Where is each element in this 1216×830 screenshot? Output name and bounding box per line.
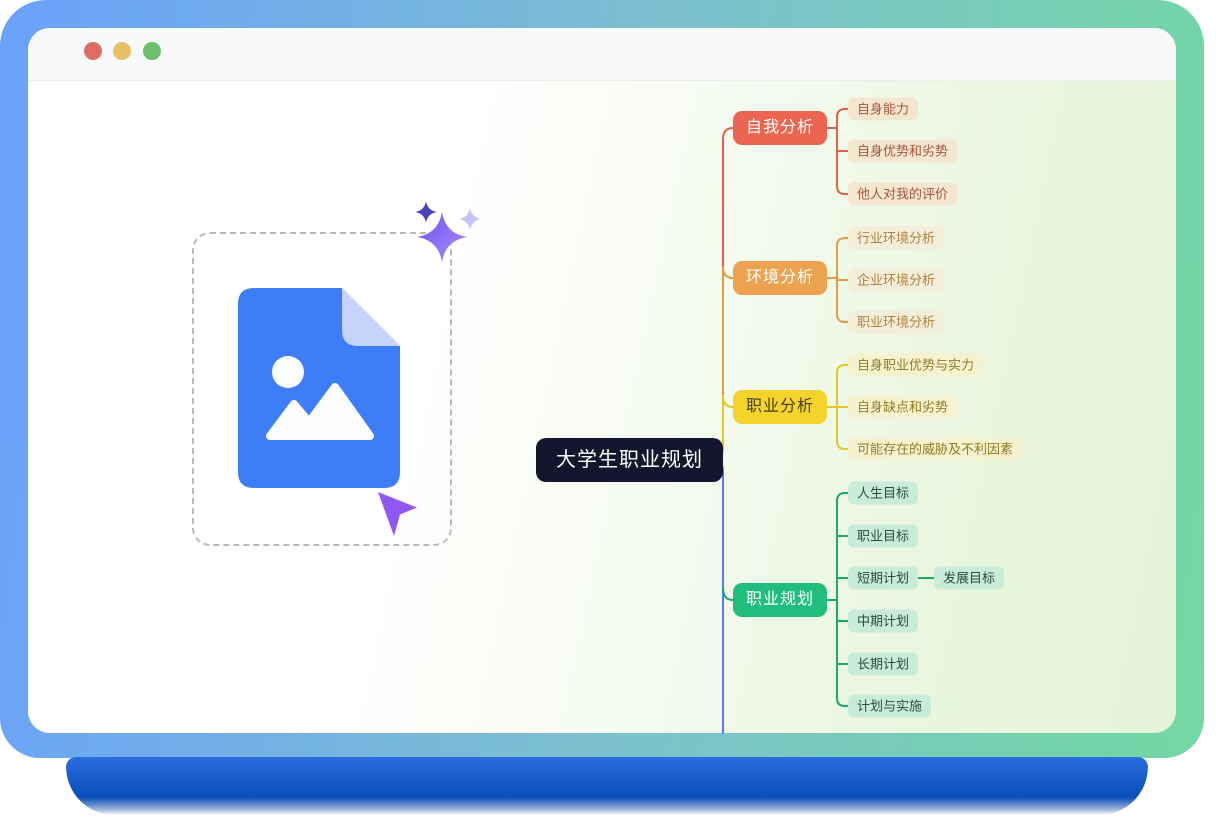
topic-node-enterprise-environment[interactable]: 企业环境分析 [848, 268, 945, 292]
topic-node-plan-implementation[interactable]: 计划与实施 [848, 694, 932, 718]
image-file-icon [238, 288, 400, 488]
traffic-light-close-button[interactable] [84, 42, 102, 60]
branch-node-career-analysis[interactable]: 职业分析 [733, 390, 827, 424]
topic-node-others-evaluation[interactable]: 他人对我的评价 [848, 182, 958, 206]
branch-node-career-plan[interactable]: 职业规划 [733, 583, 827, 617]
topic-node-self-ability[interactable]: 自身能力 [848, 97, 919, 121]
photo-mountains [266, 383, 374, 440]
sparkle-icon-large [417, 212, 467, 262]
sparkle-icon-small [415, 201, 437, 223]
sparkle-icon-light [459, 208, 481, 230]
topic-node-long-term-plan[interactable]: 长期计划 [848, 652, 919, 676]
image-placeholder-dropzone[interactable] [192, 232, 452, 546]
root-node-career-planning[interactable]: 大学生职业规划 [536, 438, 723, 482]
window-pedestal-shadow [66, 757, 1148, 815]
folded-corner [342, 288, 400, 346]
browser-window [28, 28, 1176, 733]
topic-node-life-goal[interactable]: 人生目标 [848, 481, 919, 505]
topic-node-industry-environment[interactable]: 行业环境分析 [848, 226, 945, 250]
topic-node-career-goal[interactable]: 职业目标 [848, 524, 919, 548]
window-content [28, 81, 1176, 733]
photo-sun-dot [272, 356, 304, 388]
topic-node-development-goal[interactable]: 发展目标 [934, 566, 1005, 590]
topic-node-short-term-plan[interactable]: 短期计划 [848, 566, 919, 590]
topic-node-potential-threats[interactable]: 可能存在的威胁及不利因素 [848, 437, 1023, 461]
cursor-arrow-icon [378, 492, 417, 536]
traffic-light-zoom-button[interactable] [143, 42, 161, 60]
branch-node-environment-analysis[interactable]: 环境分析 [733, 261, 827, 295]
topic-node-strengths-weaknesses[interactable]: 自身优势和劣势 [848, 139, 958, 163]
topic-node-self-shortcomings[interactable]: 自身缺点和劣势 [848, 395, 958, 419]
topic-node-career-environment[interactable]: 职业环境分析 [848, 310, 945, 334]
sparkles-icon [415, 201, 481, 262]
topic-node-career-strengths[interactable]: 自身职业优势与实力 [848, 353, 984, 377]
traffic-light-minimize-button[interactable] [113, 42, 131, 60]
topic-node-mid-term-plan[interactable]: 中期计划 [848, 609, 919, 633]
window-titlebar [28, 28, 1176, 81]
branch-node-self-analysis[interactable]: 自我分析 [733, 111, 827, 145]
